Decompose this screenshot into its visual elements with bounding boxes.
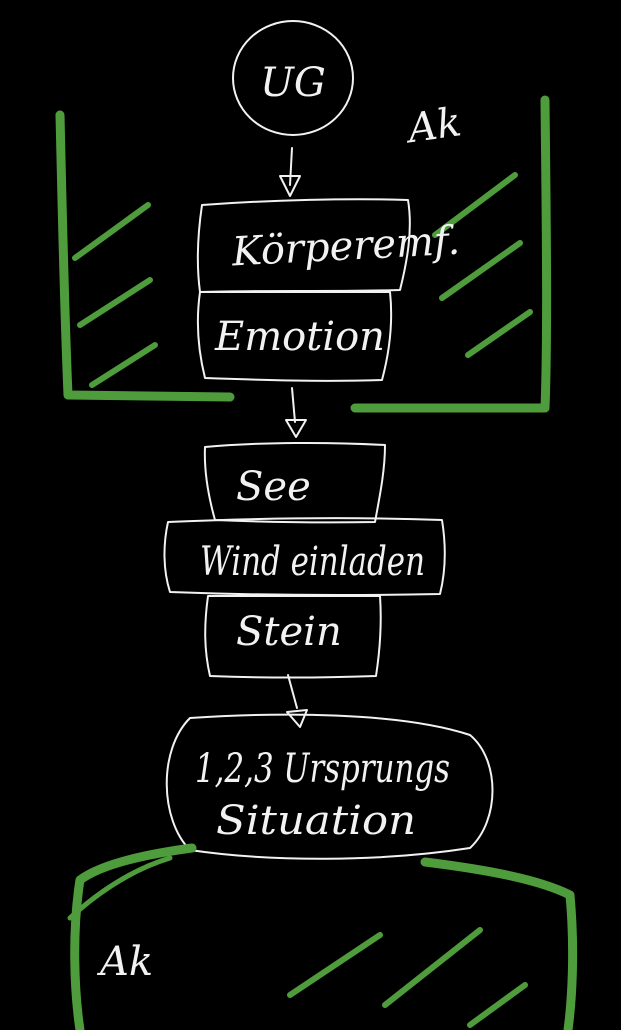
- label-see: See: [236, 464, 311, 510]
- arrow-head: [286, 709, 308, 728]
- box-emotion: [196, 291, 393, 382]
- top-container: Ak: [55, 95, 552, 413]
- group-two: See Wind einladen Stein: [163, 441, 446, 679]
- label-koerperempf: Körperemf.: [230, 218, 461, 276]
- group-one: Körperemf. Emotion: [196, 198, 461, 382]
- bottom-container-left-wall: [70, 843, 197, 1030]
- arrow-group-one-to-group-two: [285, 387, 307, 438]
- arrow-start-to-group-one: [279, 147, 301, 197]
- start-node: UG: [232, 20, 354, 136]
- box-wind-einladen: [163, 517, 446, 597]
- end-node-box: [165, 713, 494, 860]
- label-emotion: Emotion: [214, 314, 385, 360]
- bottom-container-hatching: [287, 927, 528, 1028]
- bottom-container: Ak: [67, 843, 578, 1030]
- arrow-head: [279, 175, 301, 197]
- top-container-right-wall: [350, 95, 552, 413]
- end-node-line-2: Situation: [216, 798, 416, 844]
- bottom-container-label: Ak: [96, 939, 153, 985]
- arrow-group-two-to-end: [286, 674, 308, 728]
- arrow-shaft: [287, 674, 298, 709]
- box-stein: [204, 595, 382, 679]
- end-node-line-1: 1,2,3 Ursprungs: [195, 746, 450, 792]
- arrow-shaft: [291, 387, 296, 423]
- top-container-hatching: [72, 172, 533, 388]
- start-node-circle: [232, 20, 354, 136]
- box-koerperempf: [196, 198, 411, 293]
- top-container-label: Ak: [401, 99, 464, 153]
- arrow-shaft: [289, 147, 293, 186]
- top-container-left-wall: [55, 110, 235, 402]
- start-node-label: UG: [260, 60, 326, 106]
- label-stein: Stein: [236, 609, 342, 655]
- bottom-container-inner-stroke: [67, 855, 173, 921]
- arrow-head: [285, 419, 307, 438]
- end-node: 1,2,3 Ursprungs Situation: [165, 713, 494, 860]
- label-wind-einladen: Wind einladen: [200, 539, 425, 585]
- box-see: [203, 441, 386, 524]
- bottom-container-right-wall: [420, 857, 578, 1030]
